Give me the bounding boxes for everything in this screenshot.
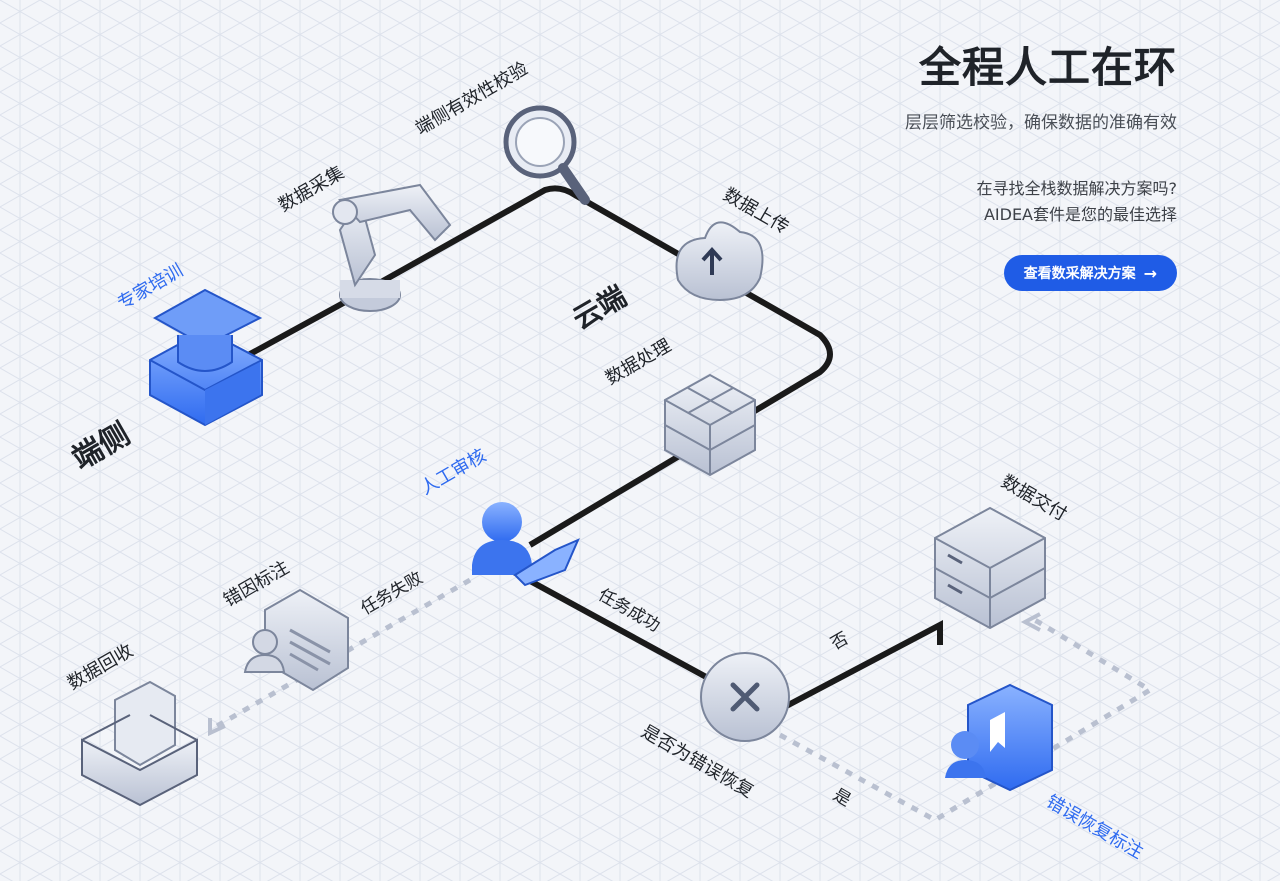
arrow-left-icon: [208, 718, 226, 737]
graduation-cap-icon: [149, 288, 263, 427]
decision-x-icon: [700, 652, 790, 742]
robot-arm-icon: [332, 183, 452, 312]
promo-line-2: AIDEA套件是您的最佳选择: [983, 205, 1177, 224]
view-solution-label: 查看数采解决方案: [1023, 266, 1136, 282]
data-processing-cubes-icon: [664, 373, 756, 477]
page-title: 全程人工在环: [918, 43, 1177, 92]
no-line: [773, 620, 943, 715]
magnifier-icon: [503, 105, 590, 205]
promo-line-1: 在寻找全栈数据解决方案吗?: [976, 179, 1178, 198]
bookmark-person-icon: [945, 683, 1053, 792]
arrow-up-icon: [1020, 612, 1041, 632]
page-subtitle: 层层筛选校验，确保数据的准确有效: [905, 113, 1177, 133]
recycle-tray-icon: [81, 680, 198, 807]
reviewer-person-icon: [472, 502, 580, 587]
promo-text: 在寻找全栈数据解决方案吗? AIDEA套件是您的最佳选择: [757, 176, 1178, 228]
main-flow-line: [228, 185, 833, 548]
success-line: [508, 567, 732, 693]
arrow-right-icon: →: [1143, 263, 1157, 283]
view-solution-button[interactable]: 查看数采解决方案 →: [1003, 255, 1177, 291]
server-icon: [934, 506, 1046, 630]
cloud-upload-icon: [675, 221, 764, 302]
hero-panel: 全程人工在环 层层筛选校验，确保数据的准确有效 在寻找全栈数据解决方案吗? AI…: [757, 40, 1177, 291]
annotation-document-icon: [243, 588, 349, 692]
